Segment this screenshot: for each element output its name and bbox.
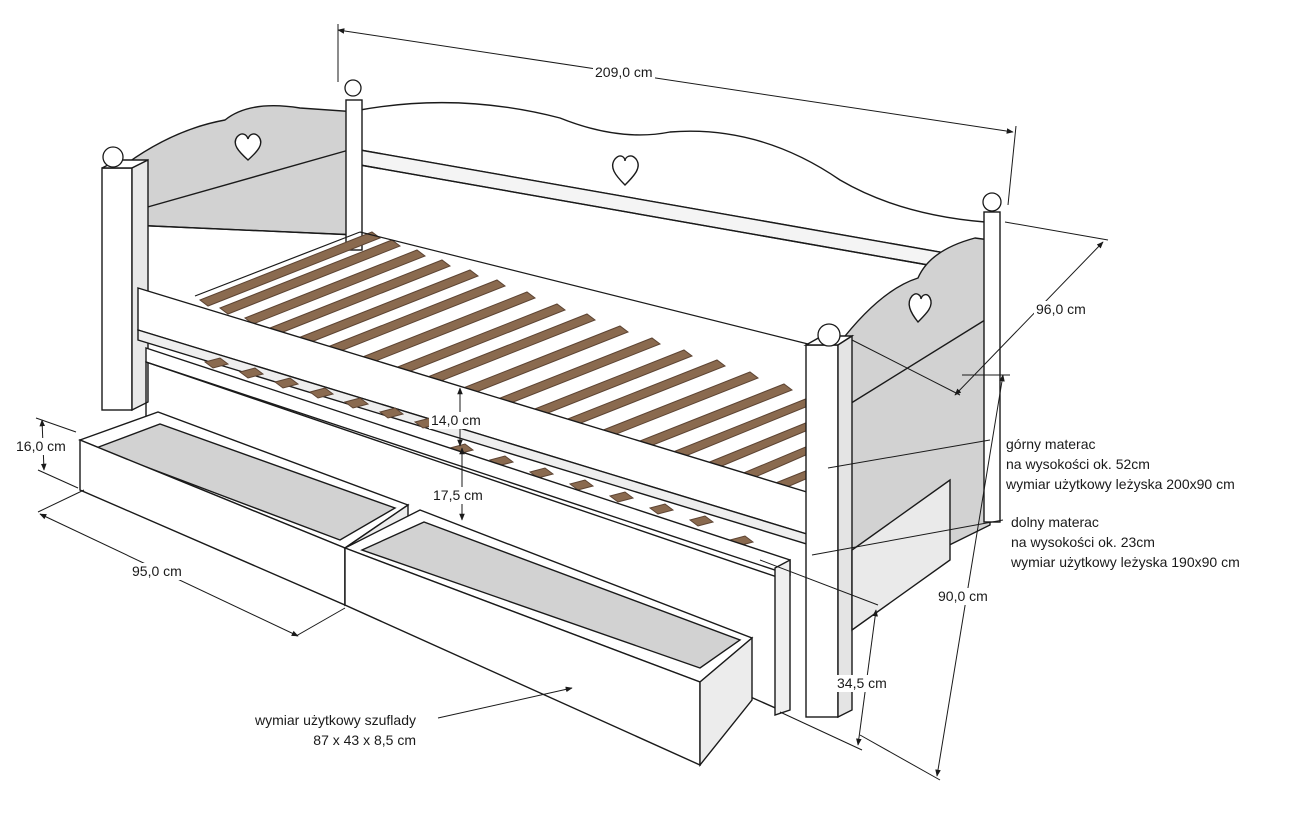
- lower-mattress-size: wymiar użytkowy leżyska 190x90 cm: [1011, 554, 1240, 570]
- dim-depth-line: [954, 241, 1104, 396]
- lower-slats: [203, 357, 755, 547]
- knob-right-front: [817, 323, 841, 347]
- post-left-front: [101, 158, 149, 412]
- knob-right-back: [982, 192, 1002, 212]
- back-panel: [359, 101, 986, 276]
- upper-mattress-title: górny materac: [1006, 436, 1096, 452]
- headboard-left: [117, 105, 359, 245]
- knob-left-front: [102, 146, 124, 168]
- dim-length-label: 209,0 cm: [593, 64, 655, 81]
- leader-lower-mattress: [811, 519, 1004, 556]
- leader-upper-mattress: [827, 439, 991, 469]
- drawer-right: [343, 509, 754, 767]
- lower-front-rail: [145, 347, 791, 716]
- drawer-note-size: 87 x 43 x 8,5 cm: [313, 732, 416, 748]
- post-left-back: [345, 99, 363, 251]
- dim-height-line: [935, 374, 1005, 777]
- dim-drawer-width-label: 95,0 cm: [130, 563, 184, 580]
- lower-mattress-title: dolny materac: [1011, 514, 1099, 530]
- dim-gap-lower-label: 17,5 cm: [431, 487, 485, 504]
- dim-height-label: 90,0 cm: [936, 588, 990, 605]
- lower-mattress-height: na wysokości ok. 23cm: [1011, 534, 1155, 550]
- post-right-front: [803, 334, 855, 719]
- dim-depth-label: 96,0 cm: [1034, 301, 1088, 318]
- upper-mattress-size: wymiar użytkowy leżyska 200x90 cm: [1006, 476, 1235, 492]
- dim-gap-upper-label: 14,0 cm: [429, 412, 483, 429]
- leader-drawer: [437, 686, 573, 719]
- headboard-heart-icon: [234, 133, 262, 161]
- dim-under-label: 34,5 cm: [835, 675, 889, 692]
- upper-rails: [194, 231, 809, 345]
- drawer-note: wymiar użytkowy szuflady 87 x 43 x 8,5 c…: [226, 710, 416, 750]
- drawer-note-title: wymiar użytkowy szuflady: [254, 712, 416, 728]
- upper-mattress-note: górny materac na wysokości ok. 52cm wymi…: [1006, 434, 1235, 494]
- upper-slats: [198, 231, 809, 497]
- dim-drawer-height-label: 16,0 cm: [14, 438, 68, 455]
- knob-left-back: [344, 79, 362, 97]
- lower-mattress-note: dolny materac na wysokości ok. 23cm wymi…: [1011, 512, 1240, 572]
- footboard-heart-icon: [908, 293, 932, 324]
- dim-length-line: [337, 28, 1014, 134]
- upper-mattress-height: na wysokości ok. 52cm: [1006, 456, 1150, 472]
- back-heart-icon: [611, 155, 639, 186]
- upper-front-rail: [137, 287, 811, 546]
